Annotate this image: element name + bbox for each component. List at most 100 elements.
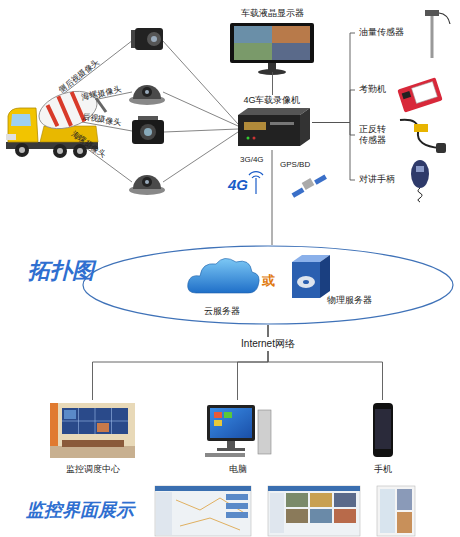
signal-icon bbox=[249, 172, 263, 194]
server-box: 云服务器 bbox=[185, 253, 259, 319]
dome-camera-part bbox=[133, 85, 161, 99]
server-box: 物理服务器 bbox=[287, 251, 387, 317]
desktop-computer-part bbox=[224, 412, 232, 418]
side-camera-part bbox=[135, 28, 163, 50]
video-recorder-part bbox=[253, 137, 256, 140]
terminal-box: 监控调度中心 bbox=[45, 400, 140, 480]
recorder-wire-part bbox=[163, 92, 238, 126]
node-text: 电脑 bbox=[195, 464, 280, 475]
video-screenshot-part bbox=[268, 486, 360, 536]
satellite-icon-part bbox=[302, 178, 315, 190]
recorder-wire bbox=[162, 40, 238, 182]
dome-camera bbox=[129, 175, 165, 195]
recorder-wire-part bbox=[164, 129, 238, 132]
desktop-computer-part bbox=[217, 448, 245, 451]
connector-line bbox=[272, 72, 273, 95]
oil-sensor-part bbox=[439, 13, 450, 24]
rotation-sensor-part bbox=[436, 143, 446, 153]
video-screenshot-part bbox=[310, 509, 332, 523]
satellite-icon bbox=[292, 175, 327, 198]
map-screenshot bbox=[155, 486, 251, 536]
map-screenshot-part bbox=[226, 512, 248, 518]
mobile-phone bbox=[373, 403, 393, 457]
desktop-computer-part bbox=[227, 441, 235, 448]
control-center-part bbox=[62, 408, 128, 434]
server-icon bbox=[292, 255, 330, 298]
side-camera-part bbox=[151, 36, 157, 42]
ellipse-outline bbox=[83, 246, 453, 324]
rear-camera-part bbox=[140, 124, 156, 140]
desktop-computer-part bbox=[205, 453, 245, 457]
dome-camera-part bbox=[145, 90, 149, 94]
server-icon-part bbox=[320, 255, 330, 298]
phone-screenshot-part bbox=[377, 486, 415, 536]
oil-sensor-part bbox=[431, 16, 434, 58]
node-text: 手机 bbox=[355, 464, 410, 475]
recorder-wire-part bbox=[163, 132, 238, 182]
dome-camera-part bbox=[145, 180, 149, 184]
mixer-truck-part-part bbox=[46, 91, 84, 131]
network-label: GPS/BD bbox=[280, 160, 310, 170]
mixer-truck-part bbox=[11, 114, 31, 126]
network-label: 3G/4G bbox=[240, 155, 264, 165]
desktop-computer-part bbox=[207, 405, 255, 441]
attendance-machine bbox=[397, 77, 442, 112]
handset bbox=[411, 160, 429, 202]
lcd-monitor bbox=[230, 23, 314, 75]
mobile-phone-part bbox=[373, 403, 393, 457]
dome-camera-part bbox=[142, 177, 152, 187]
control-center-part bbox=[97, 423, 109, 432]
terminal-box: 手机 bbox=[355, 400, 410, 480]
camera-label: 海螺摄像头 bbox=[69, 129, 107, 160]
satellite-icon-part bbox=[314, 175, 327, 185]
side-camera-part bbox=[147, 32, 161, 46]
desktop-computer bbox=[205, 405, 271, 457]
control-center-part bbox=[62, 408, 128, 434]
control-center-part bbox=[50, 403, 135, 458]
attendance-machine-part bbox=[402, 91, 411, 99]
sensor-box: 对讲手柄 bbox=[355, 160, 455, 200]
handset-part bbox=[416, 166, 424, 172]
map-screenshot-part bbox=[155, 486, 251, 536]
control-center-part bbox=[64, 410, 76, 419]
node-text: 油量传感器 bbox=[359, 27, 421, 38]
rear-camera-part bbox=[132, 120, 164, 144]
rotation-sensor-part bbox=[414, 124, 428, 132]
mixer-truck-part bbox=[19, 147, 25, 153]
cloud-icon-part bbox=[188, 258, 259, 293]
rotation-sensor bbox=[400, 120, 446, 153]
node-text: 4G车载录像机 bbox=[232, 95, 312, 106]
video-screenshot-part bbox=[334, 509, 356, 523]
server-icon-part bbox=[303, 280, 309, 284]
sensor-box: 正反转 传感器 bbox=[355, 112, 455, 158]
rear-camera-part bbox=[144, 128, 152, 136]
node-text: 或 bbox=[258, 273, 278, 289]
control-center-part bbox=[50, 446, 135, 458]
video-screenshot-part bbox=[310, 493, 332, 507]
desktop-computer-part bbox=[210, 408, 252, 438]
mixer-truck-part bbox=[6, 134, 16, 140]
video-recorder-part bbox=[270, 122, 294, 125]
handset-part bbox=[418, 188, 422, 202]
lcd-monitor-part bbox=[230, 23, 314, 63]
lcd-monitor-part bbox=[272, 43, 310, 60]
oil-sensor-part bbox=[425, 10, 439, 16]
video-recorder-part bbox=[247, 137, 250, 140]
video-recorder bbox=[238, 108, 310, 146]
oil-sensor bbox=[425, 10, 450, 58]
connector-line bbox=[272, 150, 273, 245]
video-recorder-part bbox=[238, 115, 300, 146]
video-recorder-part bbox=[244, 122, 266, 130]
map-screenshot-part bbox=[226, 494, 248, 500]
mixer-truck-part bbox=[15, 143, 29, 157]
handset-part bbox=[411, 160, 429, 188]
connector-line bbox=[312, 33, 355, 123]
side-camera bbox=[131, 28, 163, 50]
lcd-monitor-part bbox=[234, 43, 272, 60]
control-center bbox=[50, 403, 135, 458]
attendance-machine-part bbox=[412, 81, 438, 103]
video-screenshot-part bbox=[268, 486, 360, 491]
rear-camera bbox=[132, 116, 164, 144]
